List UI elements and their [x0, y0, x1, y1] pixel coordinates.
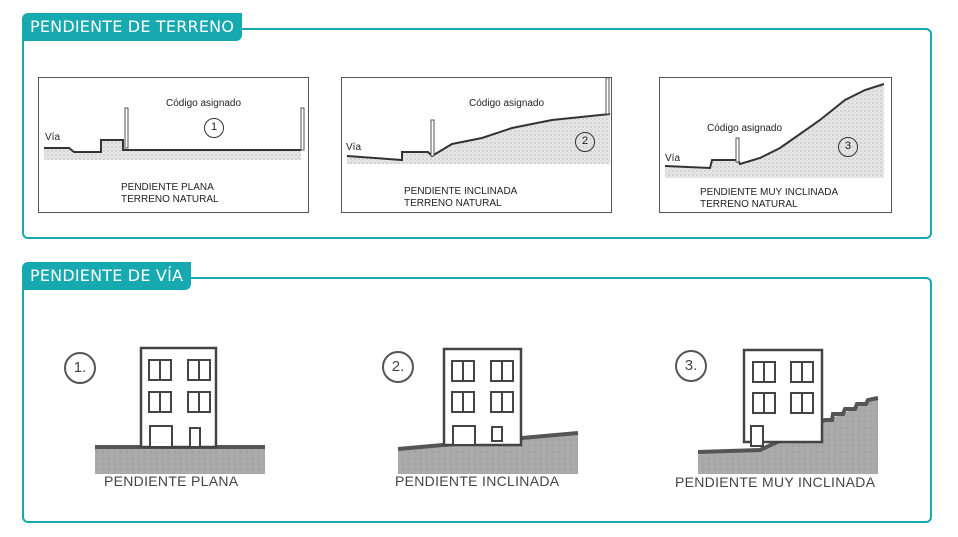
card-caption: PENDIENTE INCLINADA TERRENO NATURAL	[404, 186, 517, 210]
caption-line-1: PENDIENTE INCLINADA	[404, 186, 518, 197]
code-label: Código asignado	[166, 98, 242, 109]
door	[452, 425, 476, 446]
ground-fill	[698, 398, 878, 474]
ground-fill	[95, 447, 265, 474]
number-badge: 3	[838, 137, 858, 157]
road-number-2: 2.	[382, 351, 414, 383]
ground-line	[44, 139, 301, 153]
small-window	[491, 426, 503, 442]
ground-fill	[398, 433, 578, 474]
road-number-3: 3.	[675, 350, 707, 382]
road-label-inclined: PENDIENTE INCLINADA	[395, 473, 560, 489]
road-number-1: 1.	[64, 352, 96, 384]
road-label: Vía	[665, 153, 681, 164]
number-badge: 2	[575, 132, 595, 152]
caption-line-1: PENDIENTE PLANA	[121, 182, 214, 193]
lot-marker-right	[605, 78, 610, 115]
ground-line	[346, 113, 611, 162]
caption-line-2: TERRENO NATURAL	[404, 198, 502, 209]
road-label: Vía	[45, 132, 61, 143]
caption-line-2: TERRENO NATURAL	[121, 194, 219, 205]
lot-marker-left	[430, 119, 435, 157]
lot-marker-left	[124, 107, 129, 149]
terrain-slope-title: PENDIENTE DE TERRENO	[22, 13, 243, 41]
caption-line-1: PENDIENTE MUY INCLINADA	[700, 187, 839, 198]
road-label: Vía	[346, 142, 362, 153]
inclined-terrain-drawing	[346, 78, 611, 164]
lot-marker-right	[300, 107, 305, 151]
building-flat	[95, 346, 265, 474]
building-steep	[697, 348, 879, 474]
steep-terrain-drawing	[664, 83, 885, 178]
code-label: Código asignado	[707, 123, 783, 134]
flat-terrain-drawing	[44, 107, 305, 160]
caption-line-2: TERRENO NATURAL	[700, 199, 798, 210]
number-badge: 1	[204, 118, 224, 138]
door	[750, 425, 764, 447]
small-window	[189, 427, 201, 448]
terrain-card-steep: Vía Código asignado 3 PENDIENTE MUY INCL…	[659, 77, 892, 213]
ground-line	[664, 83, 885, 170]
lot-marker-left	[735, 137, 740, 163]
road-label-steep: PENDIENTE MUY INCLINADA	[675, 474, 876, 490]
card-caption: PENDIENTE MUY INCLINADA TERRENO NATURAL	[700, 187, 838, 211]
door	[149, 425, 173, 448]
ground-fill	[665, 84, 884, 178]
building-inclined	[397, 347, 579, 474]
road-label-flat: PENDIENTE PLANA	[104, 473, 239, 489]
terrain-card-flat: Vía Código asignado 1 PENDIENTE PLANA TE…	[38, 77, 309, 213]
road-slope-title: PENDIENTE DE VÍA	[22, 262, 192, 290]
card-caption: PENDIENTE PLANA TERRENO NATURAL	[121, 182, 219, 206]
code-label: Código asignado	[469, 98, 545, 109]
terrain-card-inclined: Vía Código asignado 2 PENDIENTE INCLINAD…	[341, 77, 612, 213]
